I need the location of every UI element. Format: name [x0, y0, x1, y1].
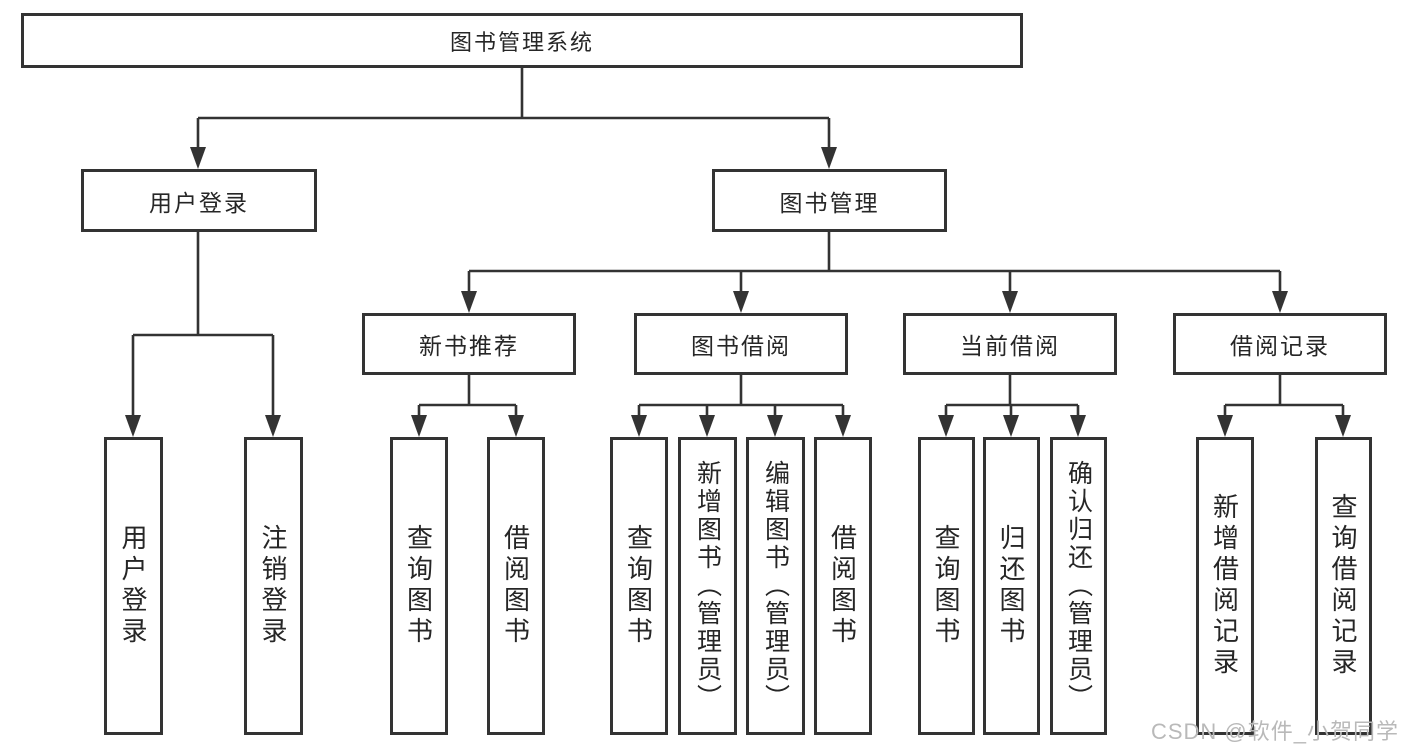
arrow-down-icon — [631, 415, 647, 437]
connector — [944, 375, 1080, 416]
node-label: 查询图书 — [623, 524, 654, 648]
node-label: 查询图书 — [931, 524, 961, 648]
arrow-down-icon — [1003, 415, 1019, 437]
leaf-logout: 注销登录 — [244, 437, 303, 735]
arrow-down-icon — [699, 415, 715, 437]
node-user-login: 用户登录 — [81, 169, 317, 232]
arrow-down-icon — [1217, 415, 1233, 437]
arrow-down-icon — [938, 415, 954, 437]
node-label: 确认归还（管理员） — [1064, 460, 1093, 712]
leaf-cb-query-book: 查询图书 — [918, 437, 975, 735]
node-label: 注销登录 — [258, 524, 288, 648]
node-new-book-recommend: 新书推荐 — [362, 313, 576, 375]
node-label: 当前借阅 — [960, 333, 1060, 359]
arrow-down-icon — [1070, 415, 1086, 437]
arrow-down-icon — [125, 415, 141, 437]
node-label: 查询借阅记录 — [1328, 493, 1358, 679]
node-current-borrow: 当前借阅 — [903, 313, 1117, 375]
arrow-down-icon — [733, 291, 749, 313]
arrow-down-icon — [265, 415, 281, 437]
node-label: 借阅记录 — [1230, 333, 1330, 359]
arrow-down-icon — [821, 147, 837, 169]
leaf-user-login: 用户登录 — [104, 437, 163, 735]
node-label: 查询图书 — [403, 524, 434, 648]
arrow-down-icon — [1002, 291, 1018, 313]
node-label: 图书借阅 — [691, 333, 791, 359]
leaf-cb-return-book: 归还图书 — [983, 437, 1040, 735]
node-borrow-records: 借阅记录 — [1173, 313, 1387, 375]
arrow-down-icon — [835, 415, 851, 437]
leaf-cb-confirm-return-admin: 确认归还（管理员） — [1050, 437, 1107, 735]
node-book-management: 图书管理 — [712, 169, 947, 232]
node-label: 新增图书（管理员） — [693, 460, 722, 712]
node-label: 归还图书 — [996, 524, 1026, 648]
leaf-nb-query-book: 查询图书 — [390, 437, 448, 735]
node-label: 用户登录 — [118, 524, 148, 648]
node-label: 新书推荐 — [419, 333, 519, 359]
node-label: 用户登录 — [149, 189, 249, 216]
csdn-watermark: CSDN @软件_小贺同学 — [1150, 719, 1399, 744]
leaf-bb-borrow-book: 借阅图书 — [814, 437, 872, 735]
arrow-down-icon — [767, 415, 783, 437]
leaf-br-query-record: 查询借阅记录 — [1315, 437, 1372, 735]
leaf-br-add-record: 新增借阅记录 — [1196, 437, 1254, 735]
arrow-down-icon — [190, 147, 206, 169]
arrow-down-icon — [508, 415, 524, 437]
node-label: 图书管理系统 — [449, 29, 594, 55]
connector — [417, 375, 518, 416]
leaf-bb-edit-book-admin: 编辑图书（管理员） — [746, 437, 805, 735]
arrow-down-icon — [461, 291, 477, 313]
node-label: 新增借阅记录 — [1209, 493, 1240, 679]
connector — [131, 232, 275, 416]
node-label: 借阅图书 — [827, 524, 858, 648]
connector — [1223, 375, 1345, 416]
connector — [467, 232, 1282, 292]
arrow-down-icon — [1335, 415, 1351, 437]
connector — [196, 68, 831, 148]
arrow-down-icon — [411, 415, 427, 437]
node-label: 借阅图书 — [500, 524, 531, 648]
leaf-nb-borrow-book: 借阅图书 — [487, 437, 545, 735]
node-book-borrow: 图书借阅 — [634, 313, 848, 375]
node-label: 编辑图书（管理员） — [761, 460, 790, 712]
connector — [637, 375, 845, 416]
node-label: 图书管理 — [779, 189, 880, 216]
arrow-down-icon — [1272, 291, 1288, 313]
node-root: 图书管理系统 — [21, 13, 1023, 68]
leaf-bb-query-book: 查询图书 — [610, 437, 668, 735]
leaf-bb-add-book-admin: 新增图书（管理员） — [678, 437, 737, 735]
